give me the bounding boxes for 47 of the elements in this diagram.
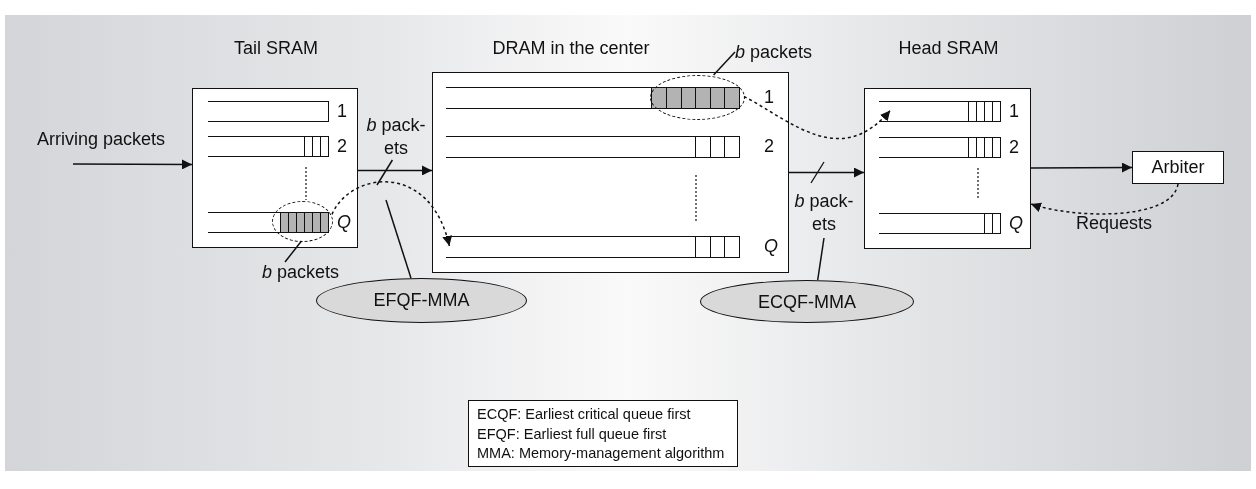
queue-number: 2 <box>764 136 774 157</box>
arrow <box>1030 162 1133 173</box>
box-label: Arbiter <box>1150 157 1206 178</box>
queue-number: 1 <box>764 87 774 108</box>
queue <box>879 101 1001 122</box>
box-title: Head SRAM <box>897 38 1000 59</box>
callout-text: b pack- ets <box>788 190 860 236</box>
legend-entry: ECQF: Earliest critical queue first <box>477 406 691 422</box>
callout-text: b packets <box>735 42 827 64</box>
queue-number: Q <box>1009 212 1023 234</box>
legend-entry: MMA: Memory-management algorithm <box>477 445 725 461</box>
leader-line <box>712 51 736 76</box>
box-title: DRAM in the center <box>491 38 651 59</box>
box-title: Tail SRAM <box>233 38 319 59</box>
edge-label: Requests <box>1076 213 1153 234</box>
leader-line <box>284 240 303 263</box>
arrow <box>72 159 193 170</box>
queue <box>446 136 740 158</box>
arrow <box>788 167 865 178</box>
queue <box>208 212 329 233</box>
algorithm-label: EFQF-MMA <box>372 290 471 311</box>
legend-box <box>468 400 738 467</box>
queue <box>208 136 329 157</box>
edge-label: Arriving packets <box>37 129 166 150</box>
queue-number: 2 <box>337 135 347 157</box>
arbiter-box <box>1132 151 1224 184</box>
algorithm-label: ECQF-MMA <box>757 292 857 313</box>
dashed-arrow <box>1030 183 1179 215</box>
callout-text: b pack- ets <box>360 114 432 160</box>
queue <box>208 101 329 122</box>
dashed-arrow <box>743 95 891 140</box>
queue <box>446 236 740 258</box>
queue-number: Q <box>337 211 351 233</box>
queue-number: 1 <box>337 100 347 122</box>
queue-number: 2 <box>1009 136 1019 158</box>
queue <box>879 137 1001 158</box>
queue-number: 1 <box>1009 100 1019 122</box>
callout-text: b packets <box>262 262 354 284</box>
dashed-arrow <box>331 181 452 247</box>
arrow <box>357 165 433 176</box>
leader-line <box>385 199 412 279</box>
leader-line <box>376 159 394 186</box>
queue <box>446 87 740 109</box>
leader-line <box>816 237 825 281</box>
queue <box>879 213 1001 234</box>
queue-number: Q <box>764 236 778 257</box>
legend-entry: EFQF: Earliest full queue first <box>477 425 667 442</box>
